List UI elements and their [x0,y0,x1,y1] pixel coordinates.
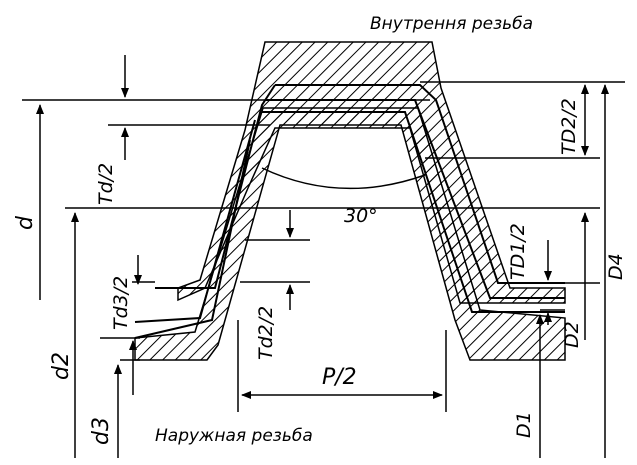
label-D1: D1 [513,411,535,438]
label-TD2-2: TD2/2 [558,98,580,155]
label-d: d [13,215,38,230]
label-d3: d3 [89,417,114,445]
external-thread-caption: Наружная резьба [155,426,313,446]
internal-thread-caption: Внутрення резьба [370,14,533,34]
label-D4: D4 [605,253,627,280]
label-Td2-2: Td2/2 [255,306,277,360]
angle-arc [261,167,426,190]
dimension-lines [36,55,609,458]
label-TD1-2: TD1/2 [507,223,529,280]
angle-label: 30° [344,205,378,227]
labels: Внутрення резьба Наружная резьба 30° d d… [13,14,627,446]
label-Td-2: Td/2 [95,163,117,205]
label-Td3-2: Td3/2 [110,276,132,330]
label-D2: D2 [561,321,583,348]
reference-lines [22,81,625,412]
label-P-2: P/2 [322,365,357,390]
label-d2: d2 [49,352,74,380]
